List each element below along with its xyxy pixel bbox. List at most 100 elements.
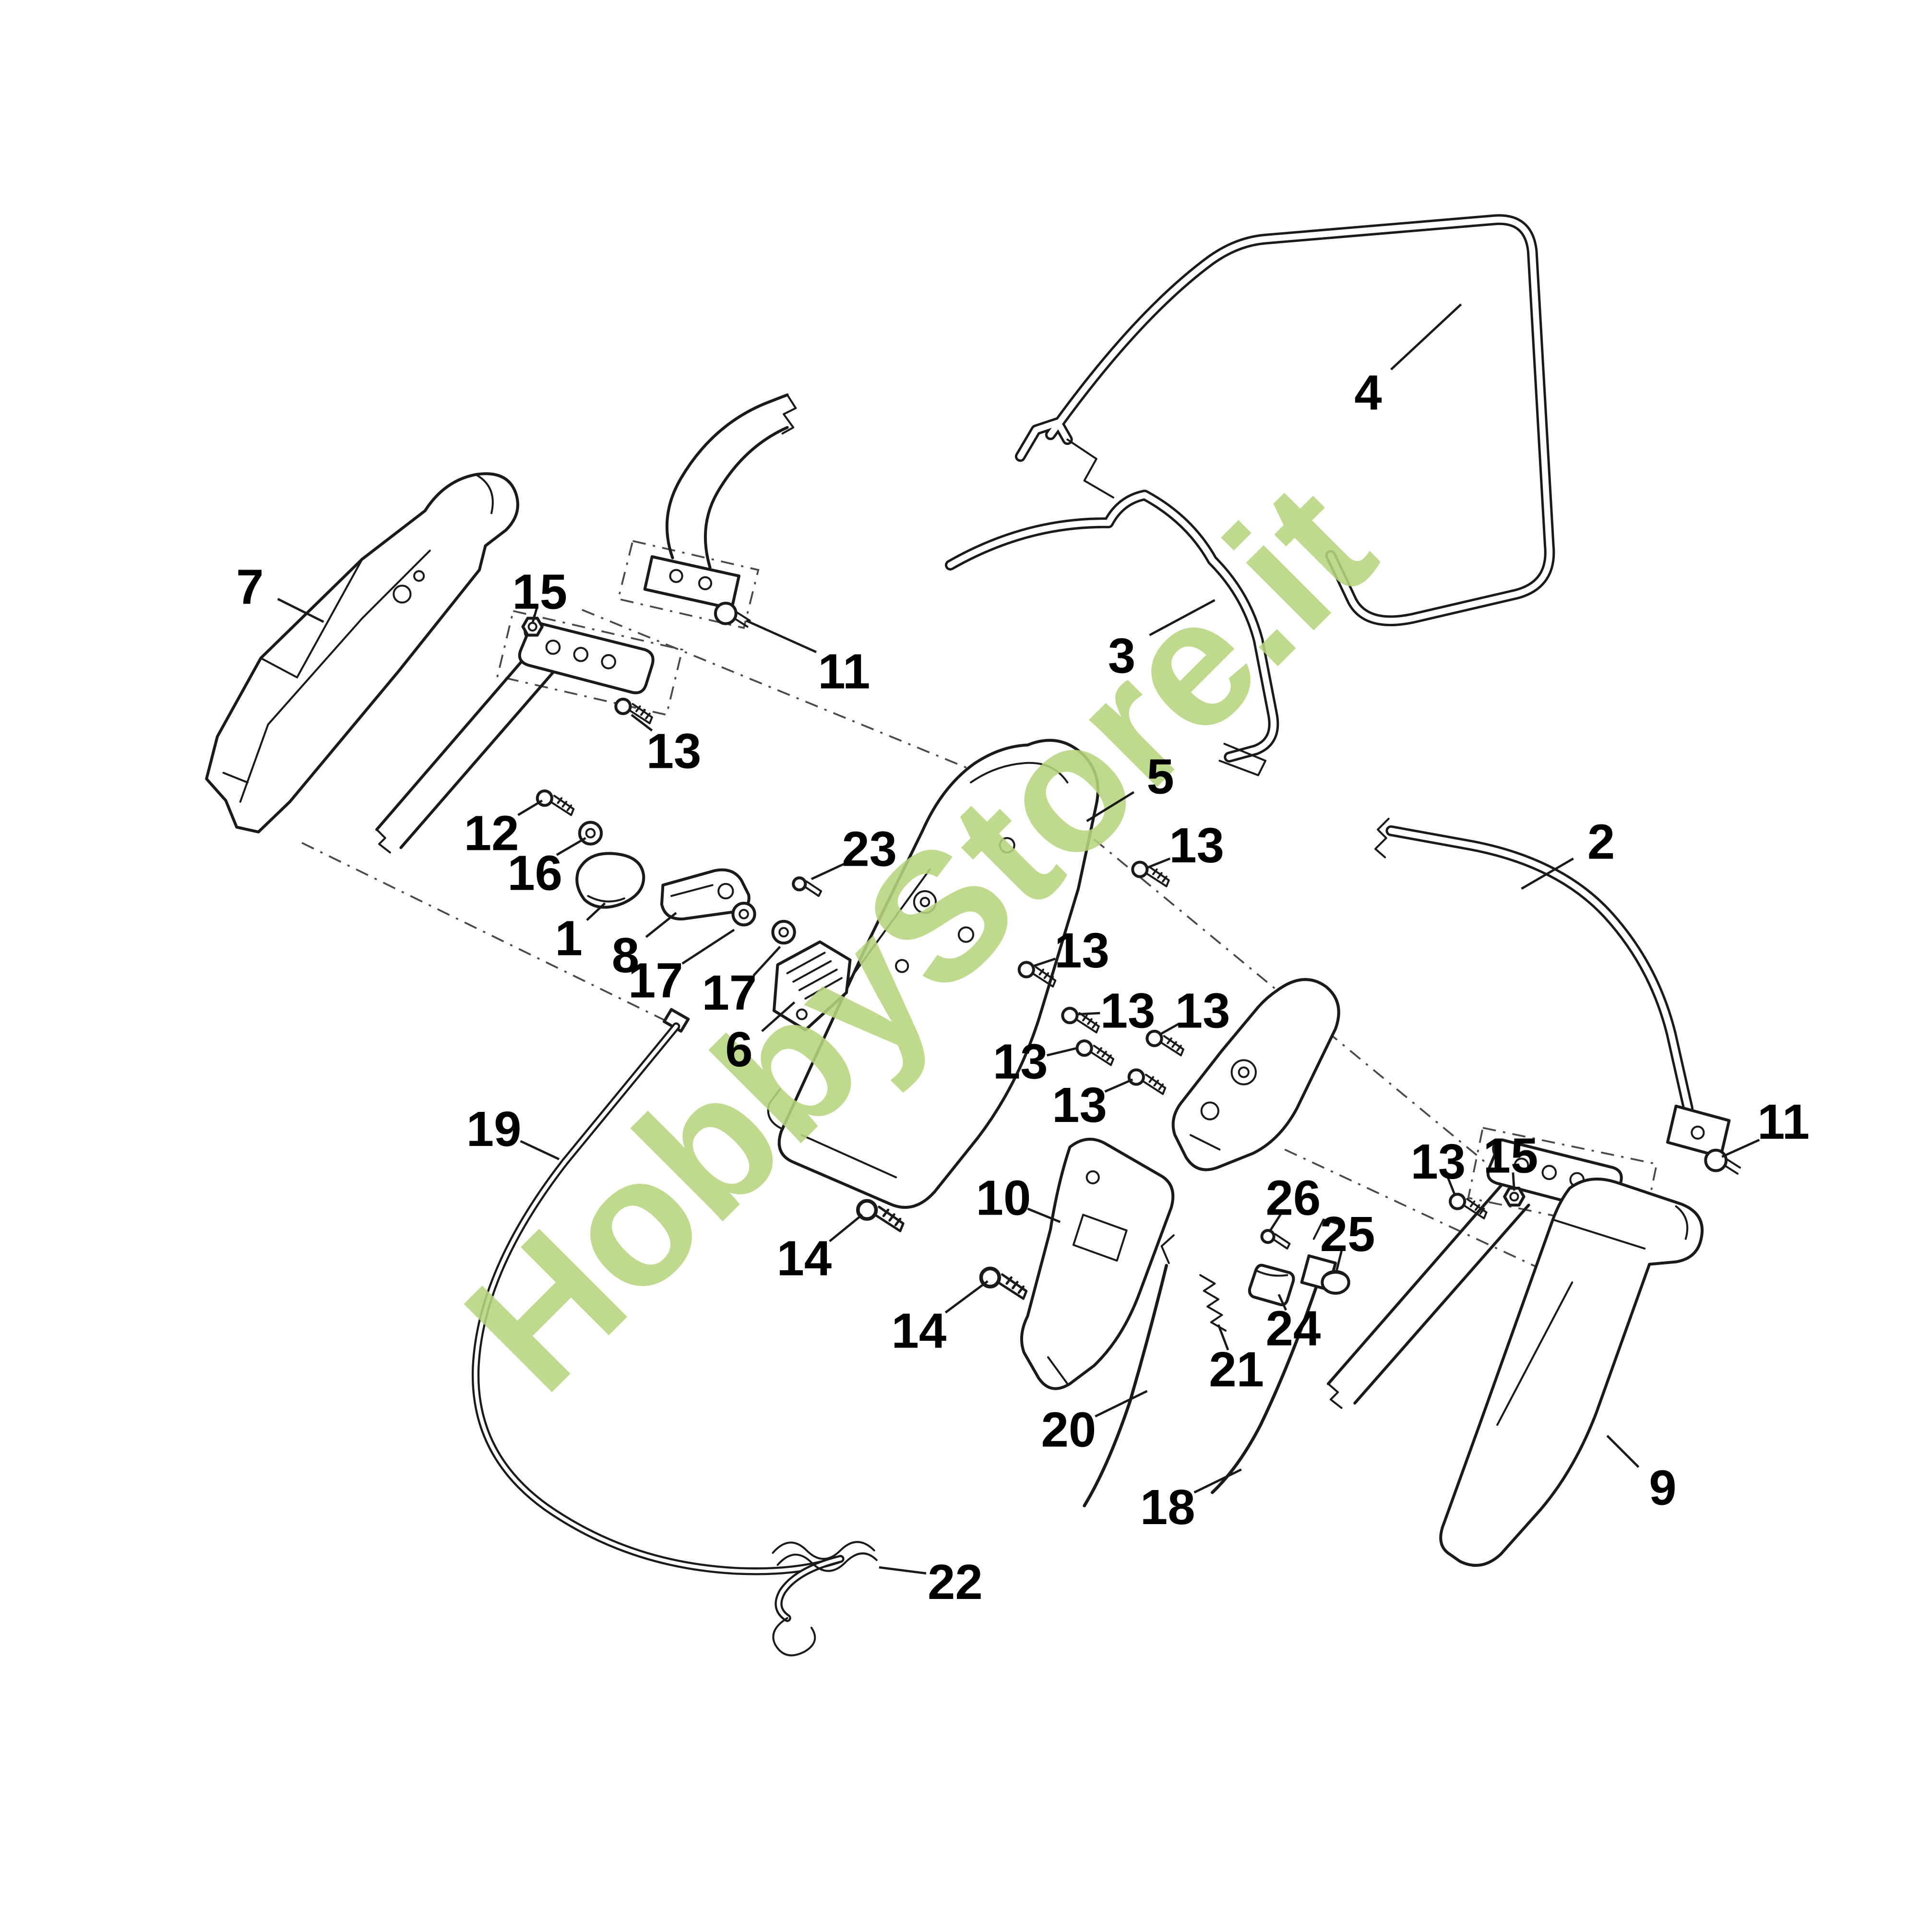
leader-line-20 xyxy=(1095,1390,1148,1418)
part-label-13: 13 xyxy=(1175,983,1230,1038)
part-label-15: 15 xyxy=(512,564,567,619)
part-label-23: 23 xyxy=(842,821,897,876)
leader-line-7 xyxy=(277,597,324,623)
leader-line-15 xyxy=(1512,1172,1515,1191)
part-label-20: 20 xyxy=(1041,1402,1097,1457)
part-label-13: 13 xyxy=(646,724,702,779)
part-label-18: 18 xyxy=(1140,1479,1195,1535)
part-17-washer xyxy=(733,903,754,925)
leader-line-19 xyxy=(520,1140,560,1160)
part-13-screw xyxy=(1129,1070,1165,1094)
part-22-cable-clip xyxy=(772,1541,878,1657)
leader-line-14 xyxy=(944,1280,989,1314)
part-26-screw xyxy=(1262,1230,1289,1249)
alignment-box xyxy=(617,540,760,629)
part-4-grass-bag-frame xyxy=(1014,214,1555,626)
part-13-screw xyxy=(1062,1008,1098,1032)
right-console-arm xyxy=(1171,978,1340,1171)
part-13-screw xyxy=(1077,1041,1113,1065)
upper-handle-grip-piece xyxy=(643,393,797,610)
leader-line-1 xyxy=(586,902,606,921)
leader-line-17 xyxy=(681,929,735,965)
leader-line-5 xyxy=(1086,791,1135,823)
leader-line-11 xyxy=(1721,1139,1760,1158)
part-12-screw xyxy=(537,791,573,815)
part-1-knob xyxy=(575,852,645,909)
leader-line-17 xyxy=(752,946,781,977)
part-label-13: 13 xyxy=(1169,818,1224,873)
part-25-cap xyxy=(1321,1270,1350,1295)
part-23-screw xyxy=(793,878,821,896)
part-9-lower-handle-cover-right xyxy=(1439,1177,1704,1567)
part-label-13: 13 xyxy=(1410,1134,1466,1189)
part-24-bushing xyxy=(1248,1264,1295,1306)
leader-line-22 xyxy=(879,1566,927,1575)
part-label-13: 13 xyxy=(1054,923,1109,978)
leader-line-24 xyxy=(1277,1294,1287,1311)
part-label-1: 1 xyxy=(555,911,582,966)
part-label-5: 5 xyxy=(1146,749,1174,804)
part-label-25: 25 xyxy=(1320,1206,1375,1262)
part-label-4: 4 xyxy=(1354,365,1382,420)
leader-line-6 xyxy=(761,1001,796,1032)
part-label-13: 13 xyxy=(1100,983,1156,1038)
part-label-26: 26 xyxy=(1266,1170,1321,1226)
part-label-3: 3 xyxy=(1108,628,1135,683)
leader-line-13 xyxy=(1077,1012,1100,1016)
leader-line-15 xyxy=(531,606,539,624)
part-10-console-left-half xyxy=(1020,1138,1175,1390)
part-label-17: 17 xyxy=(628,953,683,1008)
part-label-14: 14 xyxy=(891,1303,946,1358)
part-5-console-right-half xyxy=(767,739,1099,1209)
leader-line-13 xyxy=(1446,1177,1456,1196)
part-label-14: 14 xyxy=(776,1230,832,1286)
part-20-cable xyxy=(1083,1234,1175,1508)
leader-line-2 xyxy=(1521,857,1574,890)
leader-line-8 xyxy=(645,912,677,938)
leader-line-26 xyxy=(1269,1213,1282,1231)
alignment-axis xyxy=(582,608,1015,788)
part-label-21: 21 xyxy=(1209,1342,1264,1397)
leader-line-25 xyxy=(1336,1251,1343,1271)
part-label-11: 11 xyxy=(818,644,870,699)
part-label-13: 13 xyxy=(1052,1077,1107,1133)
leader-line-13 xyxy=(1047,1047,1078,1057)
part-label-13: 13 xyxy=(993,1034,1048,1089)
leader-line-13 xyxy=(1033,957,1056,967)
part-11-screw xyxy=(1705,1150,1740,1174)
leader-line-13 xyxy=(1145,857,1171,870)
leader-line-10 xyxy=(1027,1207,1061,1223)
part-15-nut xyxy=(1504,1188,1524,1205)
part-label-2: 2 xyxy=(1587,814,1615,869)
leader-line-14 xyxy=(829,1214,863,1242)
leader-line-23 xyxy=(811,862,846,880)
alignment-axis xyxy=(301,842,683,1030)
part-7-upper-handle-housing-left xyxy=(205,472,519,834)
part-label-6: 6 xyxy=(725,1022,752,1077)
leader-line-13 xyxy=(631,714,653,732)
part-13-screw xyxy=(616,699,652,723)
part-19-cable xyxy=(471,1008,845,1575)
leader-line-12 xyxy=(517,799,543,816)
leader-line-18 xyxy=(1193,1468,1242,1494)
leader-line-9 xyxy=(1606,1435,1640,1468)
part-label-22: 22 xyxy=(928,1554,983,1610)
part-label-19: 19 xyxy=(466,1101,522,1157)
alignment-axis xyxy=(1284,1148,1570,1283)
part-label-11: 11 xyxy=(1757,1094,1810,1149)
part-8-lever xyxy=(660,868,751,921)
leader-line-16 xyxy=(556,837,586,856)
part-label-8: 8 xyxy=(612,928,639,983)
part-label-10: 10 xyxy=(976,1170,1031,1226)
part-label-15: 15 xyxy=(1483,1128,1538,1183)
part-21-spring xyxy=(1199,1274,1227,1332)
diagram-line-art xyxy=(205,214,1740,1657)
part-6-switch-housing xyxy=(772,940,852,1032)
part-label-12: 12 xyxy=(464,806,519,861)
leader-line-13 xyxy=(1158,1023,1180,1036)
leader-line-4 xyxy=(1390,303,1462,370)
part-label-16: 16 xyxy=(507,846,562,901)
